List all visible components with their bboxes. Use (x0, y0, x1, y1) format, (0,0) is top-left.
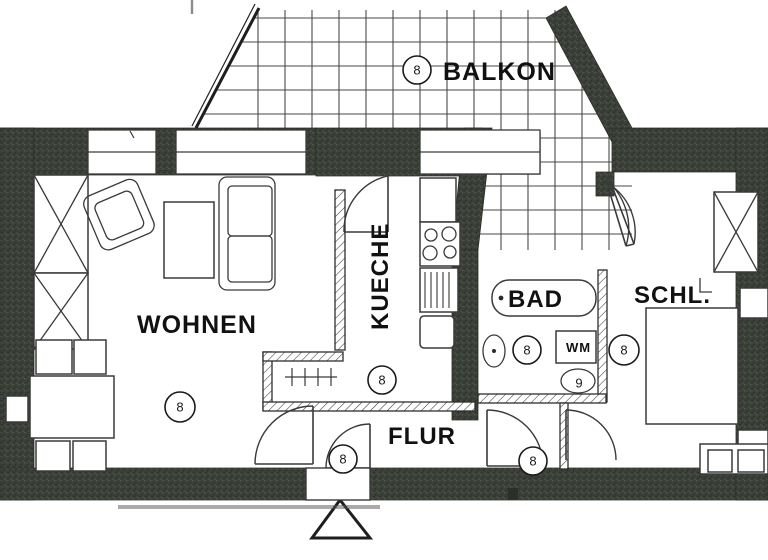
marker-toilet-value: 9 (575, 376, 582, 391)
marker-flur-door-value: 8 (529, 454, 536, 469)
dining-chair-2 (73, 339, 107, 375)
dining-chair-4 (72, 440, 107, 472)
dish-rack (419, 267, 459, 313)
dresser-drawer-2 (737, 449, 765, 473)
marker-balkon: 8 (402, 55, 432, 85)
wall-bad-right (597, 269, 608, 403)
bed (645, 307, 739, 425)
kitchen-counter-top (419, 177, 457, 223)
kitchen-sink (419, 315, 455, 349)
marker-wohnen-door-value: 8 (339, 452, 346, 467)
room-label-schl: SCHL. (634, 282, 711, 309)
window-openings (87, 129, 541, 175)
wall-bad-bottom (477, 393, 607, 404)
room-label-balkon: BALKON (443, 58, 556, 86)
dining-chair-3 (35, 440, 71, 472)
dining-table (29, 375, 115, 439)
wardrobe-upper (33, 174, 89, 274)
wall-niche-top (262, 351, 344, 362)
room-label-kueche: KUECHE (367, 223, 394, 330)
wall-flur-right (559, 402, 569, 470)
dining-chair-1 (35, 339, 73, 375)
wall-kueche-bottom (262, 401, 476, 412)
marker-flur-door: 8 (518, 446, 548, 476)
bathtub (491, 279, 597, 317)
marker-balkon-value: 8 (413, 63, 420, 78)
fixture-label-wm: WM (566, 340, 591, 355)
room-label-bad: BAD (508, 286, 563, 313)
room-label-flur: FLUR (388, 423, 456, 450)
interior-partitions (262, 189, 608, 470)
coffee-table (163, 201, 215, 279)
entrance-triangle-marker (118, 467, 518, 540)
marker-bad: 8 (512, 335, 542, 365)
nightstand-top (739, 287, 768, 319)
washing-machine (555, 330, 597, 364)
wardrobe-lower (33, 272, 89, 350)
room-label-wohnen: WOHNEN (137, 311, 257, 339)
stove (419, 221, 461, 267)
armchair (83, 178, 155, 251)
dining-set (5, 339, 115, 472)
washbasin (482, 334, 506, 368)
markers-group: 8 8 8 8 8 9 8 8 (164, 55, 640, 476)
marker-kueche: 8 (367, 365, 397, 395)
marker-wohnen: 8 (164, 391, 196, 423)
sofa (218, 176, 276, 291)
doors-group (254, 175, 636, 469)
marker-wohnen-value: 8 (176, 400, 183, 415)
toilet (560, 368, 596, 394)
coat-rack (285, 368, 337, 386)
marker-toilet: 9 (575, 376, 582, 391)
marker-kueche-value: 8 (378, 373, 385, 388)
wall-kueche-left (334, 189, 346, 351)
shelf-x (713, 191, 759, 273)
furniture-bad (482, 279, 597, 394)
marker-bad-value: 8 (523, 343, 530, 358)
marker-schl-value: 8 (620, 343, 627, 358)
furniture-schl (645, 191, 768, 475)
balkon-railing (191, 3, 261, 129)
furniture-wohnen (5, 174, 276, 472)
sideboard (5, 395, 29, 423)
marker-schl: 8 (608, 334, 640, 366)
marker-wohnen-door: 8 (328, 444, 358, 474)
furniture-kueche (285, 177, 461, 386)
balcony-door (605, 179, 636, 247)
dresser-drawer-1 (707, 449, 733, 473)
